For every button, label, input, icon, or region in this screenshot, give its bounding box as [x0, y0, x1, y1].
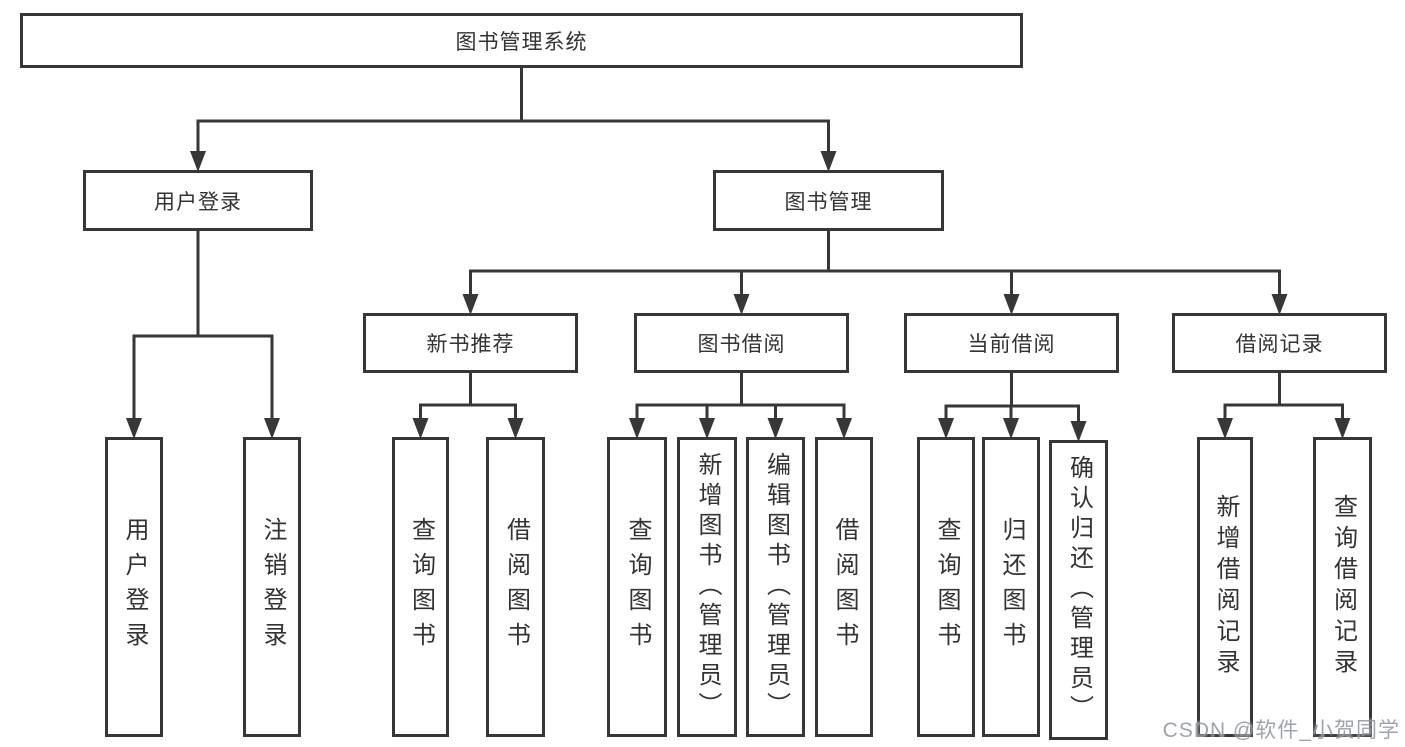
- node-user-login: 用户登录: [83, 170, 313, 231]
- arrowhead-leaf-cb-return: [1003, 418, 1019, 439]
- arrowhead-borrow-record: [1271, 294, 1288, 315]
- node-book-mgmt: 图书管理: [713, 170, 944, 231]
- arrowhead-leaf-user-login: [126, 418, 142, 439]
- node-leaf-user-login: 用户登录: [105, 437, 163, 737]
- arrowhead-book-mgmt: [820, 151, 837, 172]
- node-new-book: 新书推荐: [363, 313, 578, 373]
- arrowhead-leaf-nb-query: [412, 418, 429, 439]
- node-leaf-nb-query: 查询图书: [392, 437, 449, 737]
- node-label-leaf-bb-query: 查询图书: [624, 517, 651, 657]
- arrowhead-leaf-bb-borrow: [836, 418, 852, 439]
- arrowhead-current-borrow: [1003, 294, 1020, 315]
- arrowhead-new-book: [462, 294, 479, 315]
- node-label-leaf-br-add: 新增借阅记录: [1212, 494, 1239, 680]
- node-leaf-bb-edit: 编辑图书（管理员）: [746, 437, 805, 737]
- arrowhead-leaf-logout: [264, 418, 280, 439]
- node-root: 图书管理系统: [20, 13, 1023, 68]
- arrowhead-leaf-nb-borrow: [507, 418, 524, 439]
- node-label-borrow-record: 借阅记录: [1235, 333, 1324, 356]
- node-current-borrow: 当前借阅: [904, 313, 1119, 373]
- node-leaf-bb-add: 新增图书（管理员）: [677, 437, 737, 737]
- node-label-current-borrow: 当前借阅: [967, 333, 1056, 356]
- arrowhead-leaf-bb-add: [699, 418, 715, 439]
- node-label-leaf-nb-query: 查询图书: [407, 517, 435, 657]
- arrowhead-user-login: [190, 151, 206, 172]
- node-label-leaf-cb-confirm: 确认归还（管理员）: [1065, 455, 1093, 725]
- arrowhead-leaf-br-query: [1334, 418, 1351, 439]
- node-label-leaf-logout: 注销登录: [259, 517, 286, 657]
- node-leaf-bb-query: 查询图书: [607, 437, 667, 737]
- node-label-leaf-bb-add: 新增图书（管理员）: [694, 452, 721, 722]
- node-leaf-cb-return: 归还图书: [982, 437, 1040, 737]
- arrowhead-leaf-bb-edit: [767, 418, 784, 439]
- arrowhead-book-borrow: [733, 294, 750, 315]
- node-label-leaf-br-query: 查询借阅记录: [1329, 494, 1357, 680]
- node-label-leaf-nb-borrow: 借阅图书: [502, 517, 530, 657]
- node-leaf-bb-borrow: 借阅图书: [815, 437, 873, 737]
- node-leaf-cb-confirm: 确认归还（管理员）: [1049, 440, 1108, 740]
- node-leaf-cb-query: 查询图书: [917, 437, 975, 737]
- node-leaf-nb-borrow: 借阅图书: [486, 437, 545, 737]
- node-leaf-br-add: 新增借阅记录: [1197, 437, 1253, 737]
- node-leaf-logout: 注销登录: [243, 437, 301, 737]
- arrowhead-leaf-cb-query: [938, 418, 954, 439]
- arrowhead-leaf-br-add: [1217, 418, 1233, 439]
- node-label-root: 图书管理系统: [455, 30, 588, 54]
- node-label-new-book: 新书推荐: [426, 333, 515, 356]
- arrowhead-leaf-bb-query: [629, 418, 645, 439]
- node-label-book-mgmt: 图书管理: [784, 190, 873, 214]
- arrowhead-leaf-cb-confirm: [1070, 421, 1087, 442]
- node-label-book-borrow: 图书借阅: [697, 333, 786, 356]
- node-label-leaf-bb-edit: 编辑图书（管理员）: [762, 452, 790, 722]
- watermark-text: CSDN @软件_小贺同学: [1162, 719, 1400, 742]
- node-borrow-record: 借阅记录: [1172, 313, 1387, 373]
- node-book-borrow: 图书借阅: [634, 313, 849, 373]
- node-label-leaf-user-login: 用户登录: [121, 517, 148, 657]
- node-label-leaf-cb-query: 查询图书: [933, 517, 960, 657]
- node-label-user-login: 用户登录: [154, 190, 242, 214]
- node-label-leaf-bb-borrow: 借阅图书: [831, 517, 858, 657]
- node-label-leaf-cb-return: 归还图书: [998, 517, 1025, 657]
- node-leaf-br-query: 查询借阅记录: [1313, 437, 1372, 737]
